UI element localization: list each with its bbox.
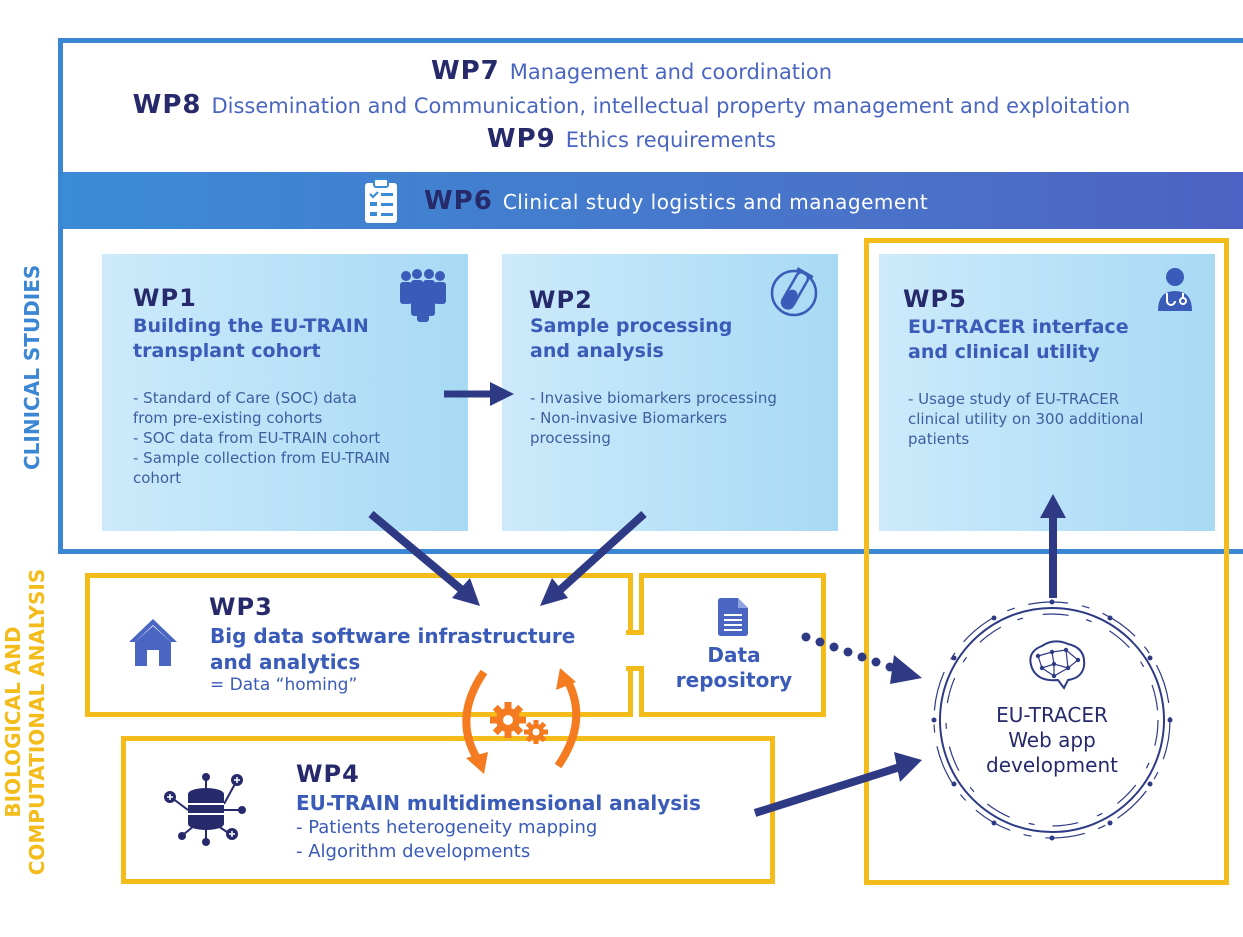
wp2-desc-line: processing: [530, 429, 611, 447]
wp2-title: Sample processing and analysis: [530, 314, 732, 364]
document-icon: [718, 598, 748, 636]
arrow-wp2-to-wp3: [540, 511, 647, 606]
clipboard-icon: [362, 177, 400, 225]
repository-line2: repository: [675, 668, 793, 692]
wp8-number: WP8: [132, 90, 202, 120]
wp3-title: Big data software infrastructure and ana…: [210, 623, 575, 675]
tracer-circle: [930, 598, 1175, 843]
wp9-number: WP9: [486, 124, 556, 154]
wp2-number: WP2: [529, 286, 593, 314]
wp6-label: WP6 Clinical study logistics and manageme…: [424, 186, 928, 216]
wp1-desc-line: - Standard of Care (SOC) data: [133, 389, 357, 407]
doctor-icon: [1156, 267, 1194, 313]
wp7-number: WP7: [430, 56, 500, 86]
wp3-sub: = Data “homing”: [210, 675, 358, 695]
wp9-line: WP9 Ethics requirements: [10, 124, 1243, 154]
wp2-card: WP2 Sample processing and analysis - Inv…: [502, 254, 838, 531]
tracer-line2: Web app: [1008, 728, 1096, 752]
wp1-desc-line: cohort: [133, 469, 182, 487]
wp2-desc-line: - Non-invasive Biomarkers: [530, 409, 728, 427]
wp4-desc-line: - Patients heterogeneity mapping: [296, 817, 598, 838]
tracer-label: EU-TRACER Web app development: [962, 703, 1142, 778]
wp1-title-line1: Building the EU-TRAIN: [133, 315, 369, 337]
wp7-line: WP7 Management and coordination: [10, 56, 1243, 86]
tracer-line1: EU-TRACER: [996, 703, 1108, 727]
wp4-number: WP4: [296, 760, 360, 788]
wp5-number: WP5: [903, 285, 967, 313]
wp5-title-line1: EU-TRACER interface: [908, 316, 1129, 338]
wp8-text: Dissemination and Communication, intelle…: [211, 94, 1131, 118]
wp1-desc-line: - SOC data from EU-TRAIN cohort: [133, 429, 381, 447]
wp2-title-line2: and analysis: [530, 340, 664, 362]
wp4-desc-line: - Algorithm developments: [296, 841, 531, 862]
wp1-card: WP1 Building the EU-TRAIN transplant coh…: [102, 254, 468, 531]
arrow-wp4-to-tracer: [753, 752, 922, 817]
wp1-number: WP1: [133, 284, 197, 312]
arrow-wp1-to-wp2: [444, 382, 514, 406]
connector-gap: [626, 630, 644, 671]
repository-label: Data repository: [664, 643, 804, 693]
wp3-wp4-exchange-cycle: [462, 668, 581, 774]
wp5-desc: - Usage study of EU-TRACER clinical util…: [908, 389, 1143, 449]
wp6-banner: [63, 172, 1243, 229]
wp2-desc: - Invasive biomarkers processing - Non-i…: [530, 388, 777, 448]
wp5-card: WP5 EU-TRACER interface and clinical uti…: [879, 254, 1215, 531]
database-network-icon: [160, 770, 250, 848]
wp6-text: Clinical study logistics and management: [502, 190, 929, 214]
wp1-title-line2: transplant cohort: [133, 340, 321, 362]
wp8-line: WP8 Dissemination and Communication, inte…: [10, 90, 1243, 120]
clinical-studies-frame: [58, 38, 1243, 554]
repository-line1: Data: [707, 643, 761, 667]
arrow-tracer-to-wp5: [1040, 494, 1066, 598]
arrow-repository-to-tracer: [801, 632, 922, 684]
wp1-desc-line: from pre-existing cohorts: [133, 409, 323, 427]
gears-icon: [490, 702, 548, 744]
wp7-text: Management and coordination: [509, 60, 833, 84]
wp5-desc-line: - Usage study of EU-TRACER: [908, 390, 1120, 408]
wp1-desc: - Standard of Care (SOC) data from pre-e…: [133, 388, 390, 488]
test-tube-icon: [768, 266, 820, 318]
wp6-number: WP6: [424, 186, 493, 216]
wp5-desc-line: clinical utility on 300 additional: [908, 410, 1144, 428]
wp1-desc-line: - Sample collection from EU-TRAIN: [133, 449, 390, 467]
wp3-title-line1: Big data software infrastructure: [210, 624, 576, 648]
wp3-number: WP3: [209, 593, 273, 621]
tracer-line3: development: [986, 753, 1118, 777]
wp9-text: Ethics requirements: [565, 128, 777, 152]
wp1-title: Building the EU-TRAIN transplant cohort: [133, 314, 369, 364]
wp5-tracer-frame: [864, 238, 1229, 885]
wp5-desc-line: patients: [908, 430, 970, 448]
home-icon: [127, 616, 179, 668]
wp4-title: EU-TRAIN multidimensional analysis: [296, 791, 701, 815]
wp4-desc: - Patients heterogeneity mapping - Algor…: [296, 816, 597, 864]
wp5-title-line2: and clinical utility: [908, 341, 1100, 363]
arrow-wp1-to-wp3: [368, 510, 480, 606]
wp2-title-line1: Sample processing: [530, 315, 733, 337]
brain-network-icon: [1024, 638, 1090, 690]
wp3-title-line2: and analytics: [210, 650, 361, 674]
wp2-desc-line: - Invasive biomarkers processing: [530, 389, 777, 407]
people-group-icon: [398, 268, 448, 322]
wp5-title: EU-TRACER interface and clinical utility: [908, 315, 1129, 365]
